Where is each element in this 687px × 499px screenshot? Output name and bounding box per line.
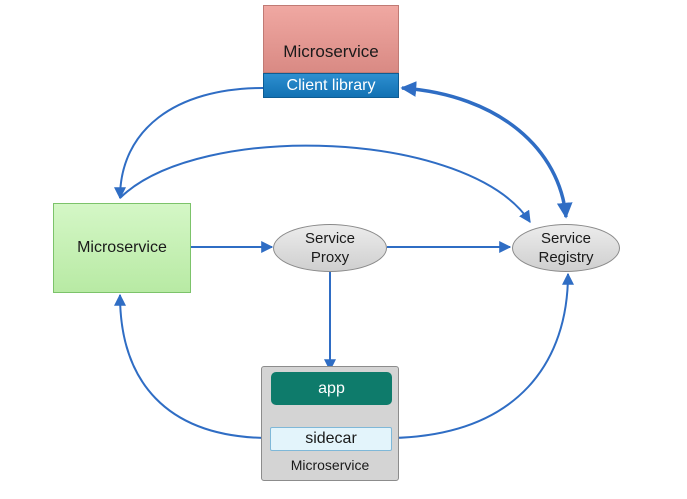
- service-registry-label: Service Registry: [538, 230, 594, 266]
- service-proxy-label: Service Proxy: [304, 230, 356, 266]
- bottom-microservice-label: Microservice: [261, 455, 399, 475]
- arrow-sidecar-to-registry: [391, 272, 574, 439]
- client-library-bar: Client library: [263, 73, 399, 98]
- bottom-microservice-text: Microservice: [290, 457, 370, 473]
- arrow-client-to-left-ms: [114, 87, 264, 200]
- arrow-client-registry-bidirectional: [400, 81, 573, 219]
- sidecar-box: sidecar: [270, 427, 392, 451]
- service-proxy-ellipse: Service Proxy: [273, 224, 387, 272]
- left-microservice-box: Microservice: [53, 203, 191, 293]
- app-box: app: [271, 372, 392, 405]
- left-microservice-label: Microservice: [77, 239, 167, 256]
- top-microservice-box: Microservice: [263, 5, 399, 73]
- sidecar-label: sidecar: [305, 430, 357, 447]
- arrow-sidecar-to-left-ms: [114, 293, 271, 439]
- client-library-label: Client library: [286, 76, 376, 94]
- app-label: app: [318, 379, 345, 397]
- top-microservice-label: Microservice: [283, 42, 379, 61]
- service-registry-ellipse: Service Registry: [512, 224, 620, 272]
